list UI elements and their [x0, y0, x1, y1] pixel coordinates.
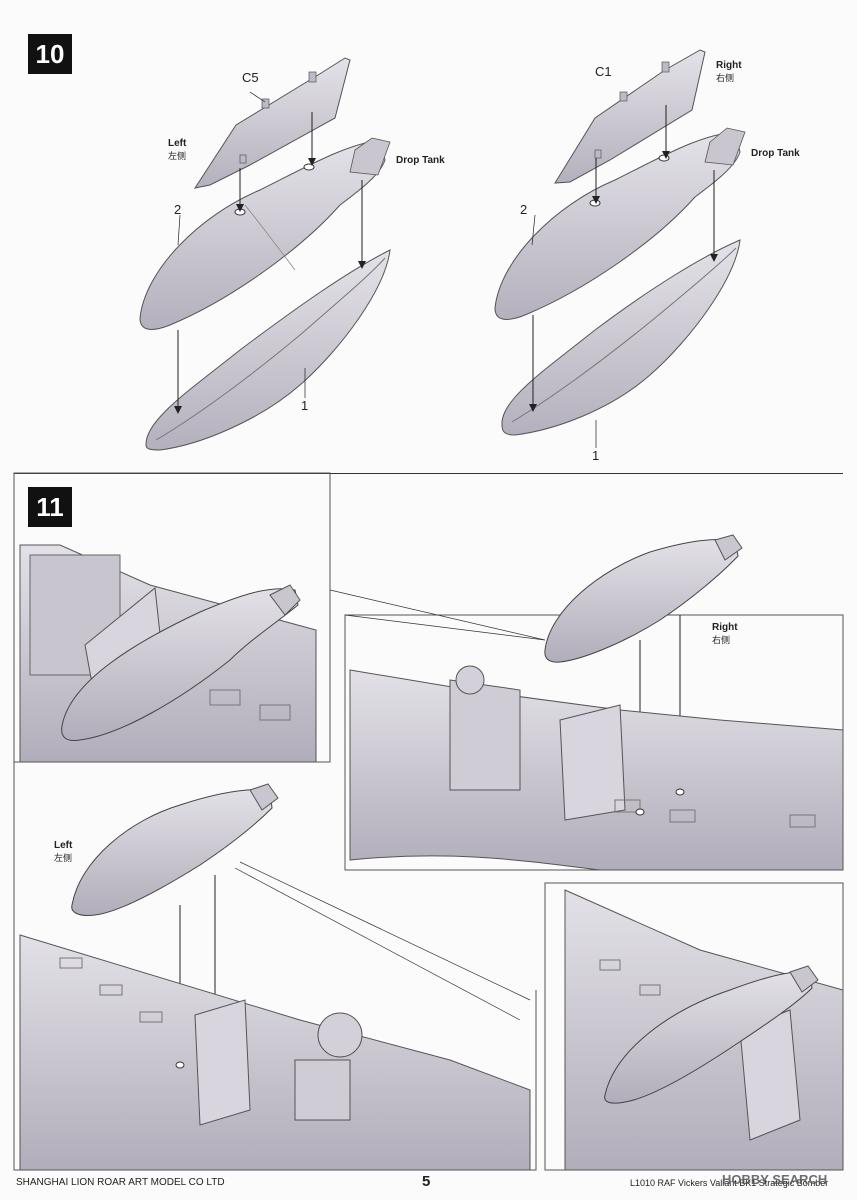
pylon-c1 [554, 49, 706, 184]
footer-company: SHANGHAI LION ROAR ART MODEL CO LTD [16, 1177, 225, 1188]
step-number-badge: 11 [28, 487, 72, 527]
inset-left-wing [19, 934, 531, 1171]
side-label-en: Left [54, 840, 73, 851]
drop-tank-label-left: Drop Tank [396, 155, 445, 166]
side-label-left: Left 左侧 [168, 138, 186, 162]
part-number-1-right: 1 [592, 448, 600, 463]
part-number-2-right: 2 [520, 202, 528, 217]
side-label-right: Right 右侧 [712, 622, 738, 646]
drop-tank-lower-right [501, 239, 741, 436]
inset-right-wing-detail [564, 889, 844, 1171]
drop-tank-right-floating [544, 534, 743, 663]
part-number-c1: C1 [595, 64, 612, 79]
step-divider [14, 473, 843, 474]
side-label-cn: 左侧 [168, 151, 187, 161]
pylon-c5 [193, 57, 351, 189]
side-label-cn: 右侧 [716, 73, 735, 83]
side-label-en: Left [168, 138, 187, 149]
side-label-left: Left 左侧 [54, 840, 72, 864]
side-label-cn: 左侧 [54, 853, 73, 863]
side-label-en: Right [716, 60, 742, 71]
drop-tank-left-floating [71, 783, 279, 916]
side-label-en: Right [712, 622, 738, 633]
side-label-cn: 右侧 [712, 635, 731, 645]
watermark: HOBBY SEARCH [722, 1172, 828, 1187]
part-number-2-left: 2 [174, 202, 182, 217]
part-number-c5: C5 [242, 70, 259, 85]
inset-left-wing-detail [19, 544, 317, 763]
side-label-right: Right 右侧 [716, 60, 742, 84]
step-number-badge: 10 [28, 34, 72, 74]
drop-tank-label-right: Drop Tank [751, 148, 800, 159]
page-number: 5 [422, 1173, 431, 1190]
drop-tank-upper-left [139, 137, 391, 330]
inset-right-wing [349, 665, 844, 871]
footer-kit-title: L1010 RAF Vickers Valiant BK1 Strategic … [630, 1178, 829, 1188]
drop-tank-lower-left [145, 249, 391, 451]
part-number-1-left: 1 [301, 398, 309, 413]
